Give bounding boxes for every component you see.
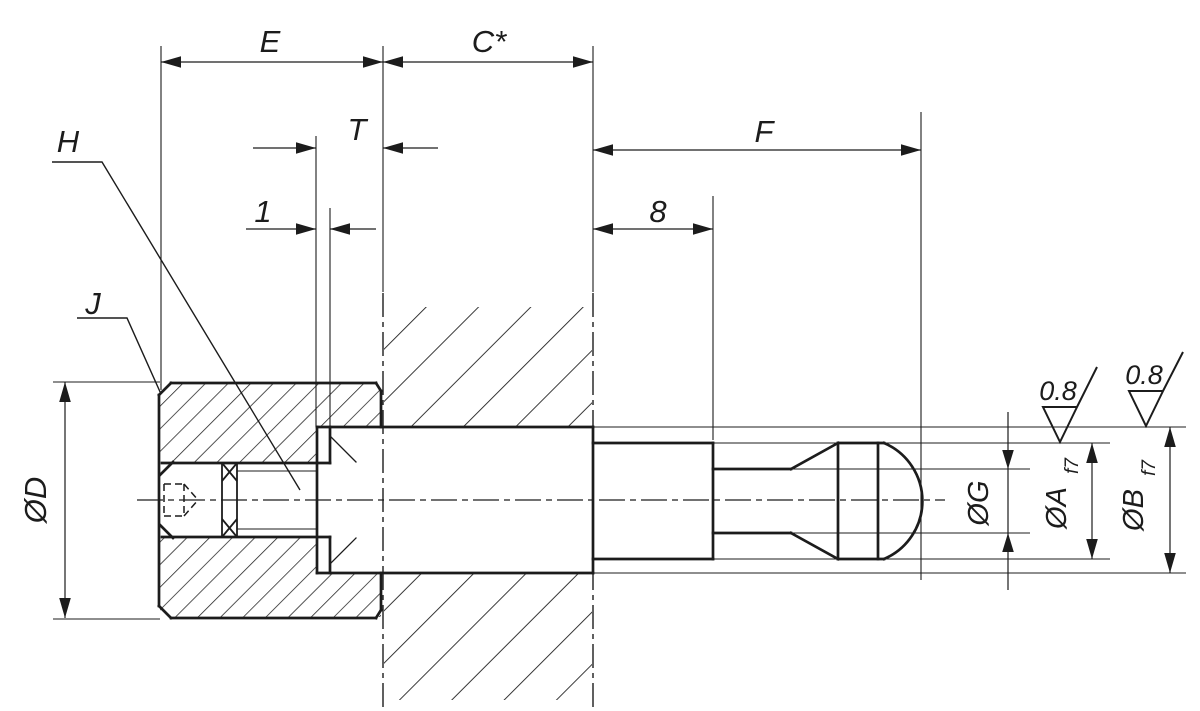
dimension-F <box>593 144 921 156</box>
label-H: H <box>57 124 80 159</box>
dimension-B <box>1164 427 1176 573</box>
plate-hatch-top <box>384 307 592 427</box>
dimensions <box>59 56 1176 618</box>
nut-outline <box>157 381 383 620</box>
nut-bore-lines <box>160 461 332 539</box>
label-B-tolerance: f7 <box>1139 459 1160 476</box>
dimension-T <box>253 142 438 154</box>
dimension-labels: E C* T 1 F 8 H J ØD ØG ØA f7 ØB f7 0.8 0… <box>18 24 1163 532</box>
label-B: ØB <box>1118 489 1150 532</box>
dimension-C <box>383 56 593 68</box>
shaft-edges <box>591 441 715 561</box>
bore-entry-chamfers <box>158 460 175 540</box>
leader-J <box>77 317 162 395</box>
label-F: F <box>755 114 776 149</box>
label-8: 8 <box>649 194 667 229</box>
ball-tangent-edges <box>836 441 880 561</box>
ball-cone <box>789 441 840 561</box>
surface-finish-symbols <box>1041 351 1184 445</box>
label-A-tolerance: f7 <box>1062 457 1083 474</box>
nut-chamfers <box>157 381 383 620</box>
label-groove-width: 1 <box>254 194 271 229</box>
leader-H <box>52 161 301 491</box>
roughness-symbol-shaft <box>1041 366 1098 445</box>
plate-hatch-bottom <box>384 574 592 700</box>
dimension-A <box>1086 443 1098 559</box>
plate-section <box>382 293 594 707</box>
hex-nut-section <box>157 381 383 620</box>
dimension-G <box>1002 412 1014 590</box>
label-A: ØA <box>1041 487 1073 530</box>
dimension-8 <box>593 223 713 235</box>
pin-body-edges <box>315 425 595 575</box>
label-E: E <box>260 24 281 59</box>
extension-lines <box>53 46 1186 620</box>
roughness-symbol-body <box>1127 351 1184 429</box>
thread-lines <box>237 470 317 530</box>
label-J: J <box>84 286 101 321</box>
label-roughness-body: 0.8 <box>1125 360 1163 390</box>
label-D: ØD <box>18 477 53 525</box>
label-C: C* <box>472 24 507 59</box>
nut-hatch <box>160 384 381 617</box>
dimension-groove <box>246 223 376 235</box>
dimension-E <box>161 56 383 68</box>
stud-chamfer-edges <box>330 436 357 564</box>
ball-arc <box>882 441 924 561</box>
label-T: T <box>348 112 369 147</box>
label-roughness-shaft: 0.8 <box>1039 376 1077 406</box>
neck-edges <box>711 467 793 535</box>
label-G: ØG <box>963 480 995 526</box>
leader-lines <box>52 161 301 491</box>
dimension-D <box>59 382 71 618</box>
